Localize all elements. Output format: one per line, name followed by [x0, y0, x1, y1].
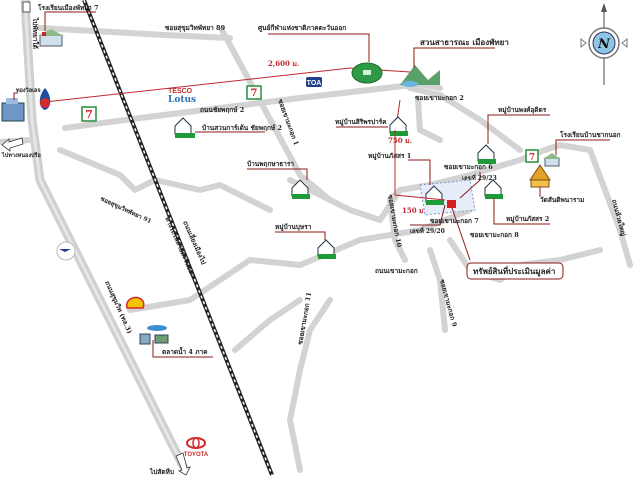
seven-eleven-label: 7 — [529, 153, 535, 163]
ptt-logo-icon — [39, 88, 51, 110]
road-label-soi-km10: ซอยเขามะกอก 10 — [386, 194, 403, 248]
label-house-no-1: เลขที่ 29/23 — [462, 173, 497, 182]
road-label-soi-km2: ซอยเขามะกอก 2 — [415, 94, 464, 102]
village-icon — [317, 239, 336, 259]
label-school-chaknok: โรงเรียนบ้านชากนอก — [559, 130, 621, 139]
village-icon — [291, 179, 310, 199]
road-soi-km11 — [287, 297, 333, 473]
road-sukhumvit — [20, 0, 190, 473]
distance-label-stadium: 2,600 ม. — [268, 59, 299, 68]
village-icon — [389, 116, 408, 136]
arrow-north-icon — [22, 1, 31, 13]
toyota-label: TOYOTA — [184, 452, 209, 458]
road-label-soi-91: ซอยสุขุมวิทพัทยา 91 — [99, 195, 153, 226]
label-house-no-2: เลขที่ 29/20 — [410, 226, 445, 235]
direction-north-label: ไปพัทยาใต้ — [31, 17, 40, 49]
label-floating-market: ตลาดน้ำ 4 ภาค — [162, 346, 208, 356]
shell-logo-icon — [126, 296, 145, 309]
arrow-south-icon — [175, 452, 191, 476]
seven-eleven-icon: 7 — [246, 85, 262, 100]
road-chaiyapruek-2 — [62, 81, 443, 131]
direction-west-label: ไปทางหนองปรือ — [1, 151, 41, 159]
village-icon — [174, 117, 195, 138]
floating-market-icon — [139, 325, 169, 345]
subject-callout — [466, 262, 564, 280]
seven-eleven-icon: 7 — [525, 149, 539, 163]
road-connector — [232, 297, 303, 353]
school-icon — [543, 153, 561, 167]
school-icon — [38, 29, 64, 47]
compass-icon: N — [580, 3, 628, 85]
road-label-soi-km8: ซอยเขามะกอก 8 — [470, 231, 519, 239]
road-soi-km6 — [287, 142, 633, 268]
road-label-chaiyapruek-2: ถนนชัยพฤกษ์ 2 — [200, 106, 244, 114]
brand-logo-icon — [56, 241, 76, 261]
road-label-soi-km7: ซอยเขามะกอก 7 — [430, 217, 479, 225]
park-icon — [400, 65, 440, 87]
tesco-label: TESCO — [168, 88, 193, 95]
direction-south-label: ไปสัตหีบ — [149, 467, 174, 476]
label-park: สวนสาธารณะ เมืองพัทยา — [420, 37, 509, 47]
distance-line-stadium — [44, 67, 411, 103]
label-village-passorn1: หมู่บ้านภัสสร 1 — [368, 151, 411, 161]
label-school-pattaya7: โรงเรียนเมืองพัทยา 7 — [37, 3, 99, 12]
toa-label: TOA — [307, 80, 322, 87]
road-soi-km1 — [219, 27, 333, 203]
railway — [82, 0, 274, 476]
subject-area — [419, 179, 476, 216]
distance-label-park: 750 ม. — [388, 136, 412, 145]
label-village-passorn2: หมู่บ้านภัสสร 2 — [506, 214, 549, 224]
label-village-siri: หมู่บ้านสิริพรปาร์ค — [335, 117, 387, 127]
road-soi-km2-branch — [415, 97, 443, 143]
label-village-pruksa: บ้านพฤกษาธารา — [247, 159, 294, 168]
toa-logo: TOA — [306, 77, 322, 87]
label-stadium: ศูนย์กีฬาแห่งชาติภาคตะวันออก — [258, 24, 346, 33]
label-village-left: ทองวิลเลจ — [16, 87, 41, 94]
arrow-west-icon — [1, 137, 24, 152]
compass-north-label: N — [597, 37, 611, 52]
road-label-soi-89: ซอยสุขุมวิทพัทยา 89 — [165, 24, 226, 32]
stadium-icon — [351, 62, 383, 84]
road-label-soi-km6: ซอยเขามะกอก 6 — [444, 163, 493, 171]
seven-eleven-icon: 7 — [81, 106, 97, 122]
distance-label-subject: 150 ม. — [402, 206, 426, 215]
seven-eleven-label: 7 — [85, 108, 93, 121]
village-icon — [477, 144, 496, 164]
temple-icon — [529, 164, 551, 188]
village-icon — [484, 179, 503, 199]
label-village-budsara: หมู่บ้านบุษรา — [275, 222, 312, 232]
subject-label: ทรัพย์สินที่ประเมินมูลค่า — [473, 265, 555, 277]
building-icon — [1, 98, 25, 122]
road-soi-km2 — [407, 85, 523, 153]
tesco-lotus-logo: TESCO Lotus — [168, 88, 196, 105]
label-village-garden: บ้านสวนการ์เด้น ชัยพฤกษ์ 2 — [202, 123, 282, 132]
seven-eleven-label: 7 — [251, 88, 258, 99]
label-temple: วัดสันติพนาราม — [540, 196, 584, 204]
road-khao-makok — [127, 207, 473, 313]
road-label-khao-makok: ถนนเขามะกอก — [375, 267, 418, 275]
lotus-label: Lotus — [168, 95, 196, 105]
subject-marker — [447, 200, 456, 208]
road-soi-km9 — [427, 247, 448, 333]
road-soi-89 — [37, 25, 233, 41]
toyota-logo-icon: TOYOTA — [184, 437, 209, 458]
label-village-pong: หมู่บ้านพงศ์อุดิตร — [498, 105, 547, 115]
